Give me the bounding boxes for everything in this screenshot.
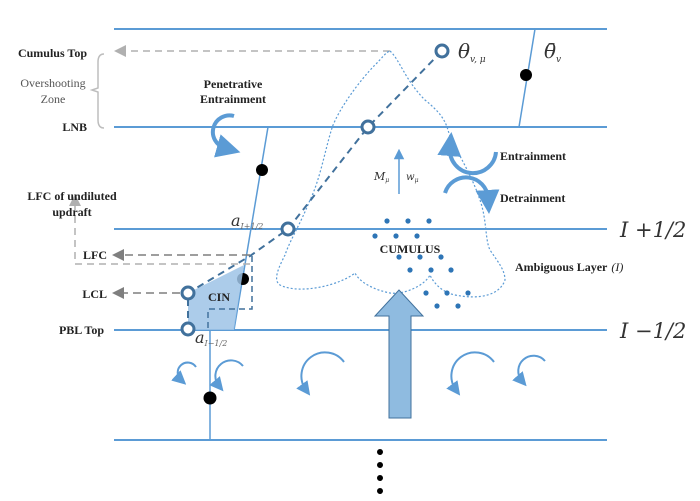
env-dot-upper: [256, 164, 268, 176]
parcel-circle-theta: [434, 43, 450, 59]
label-a-lower: aI−1/2: [195, 328, 227, 348]
cumulus-droplets: [372, 218, 471, 309]
continuation-dots: [377, 449, 383, 494]
label-cin: CIN: [208, 290, 230, 304]
label-lfc-undiluted-1: LFC of undiluted: [27, 189, 117, 203]
env-profile-upper: [233, 126, 269, 331]
penetrative-entrainment-icon: [210, 113, 241, 158]
label-lfc: LFC: [83, 248, 107, 262]
label-detrainment: Detrainment: [500, 191, 565, 205]
label-lnb: LNB: [62, 120, 87, 134]
parcel-circle-lnb: [360, 119, 376, 135]
label-level-lower: I −1/2: [619, 319, 686, 343]
parcel-circle-pbl: [180, 321, 196, 337]
label-overshooting-2: Zone: [41, 92, 66, 106]
updraft-arrow: [373, 289, 425, 419]
label-lfc-undiluted-2: updraft: [52, 205, 91, 219]
label-velocity: wμ: [406, 172, 419, 184]
overshooting-bracket: [89, 53, 105, 129]
cloud-outline: [276, 50, 506, 298]
lfc-undiluted-arrow: [69, 194, 250, 265]
entrainment-arrow-icon: [437, 132, 498, 176]
label-theta-bar: θ̄v: [544, 39, 561, 65]
label-penetrative-1: Penetrative: [204, 77, 263, 91]
cin-dashed-box-outer: [207, 256, 253, 330]
label-overshooting-1: Overshooting: [20, 76, 85, 90]
parcel-circle-lcl: [180, 285, 196, 301]
theta-bar-dot: [520, 69, 532, 81]
cin-area: [188, 265, 244, 330]
env-dot-lower: [203, 391, 217, 405]
eddy-2: [209, 359, 244, 392]
label-penetrative-2: Entrainment: [200, 92, 266, 106]
eddy-1: [171, 361, 197, 385]
label-lcl: LCL: [82, 287, 107, 301]
label-entrainment: Entrainment: [500, 149, 566, 163]
detrainment-arrow-icon: [443, 175, 500, 214]
eddy-5: [512, 354, 546, 387]
label-level-upper: I +1/2: [619, 218, 686, 242]
label-pbl-top: PBL Top: [59, 323, 104, 337]
label-mass-flux: Mμ: [373, 170, 389, 184]
label-cumulus: CUMULUS: [380, 242, 441, 256]
pbl-eddies: [171, 351, 546, 396]
label-cumulus-top: Cumulus Top: [18, 46, 87, 60]
eddy-4: [446, 351, 495, 396]
label-ambiguous-layer: Ambiguous Layer(I): [515, 260, 623, 274]
parcel-circle-upper-interface: [280, 221, 296, 237]
eddy-3: [296, 351, 345, 396]
label-theta-mu: θv, μ: [458, 39, 486, 65]
label-a-upper: aI+1/2: [231, 211, 263, 231]
